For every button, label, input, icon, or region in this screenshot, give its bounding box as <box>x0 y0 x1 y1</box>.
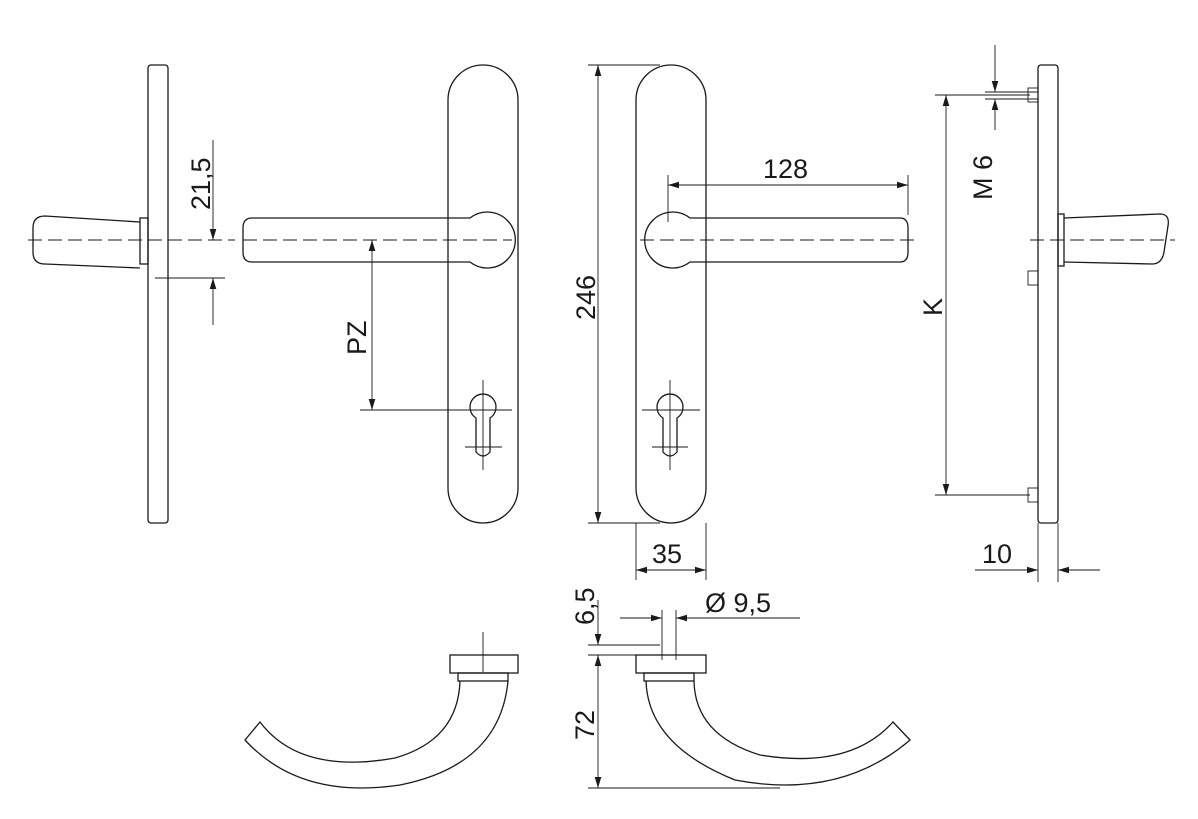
screws <box>985 87 1039 503</box>
dim-spindle-diameter: Ø 9,5 <box>705 588 771 618</box>
dim-plate-thickness: 10 <box>982 539 1012 569</box>
keyhole <box>642 380 700 470</box>
dim-screw: M 6 <box>968 155 998 200</box>
dim-pz: PZ <box>342 320 372 355</box>
dim-handle-length: 128 <box>763 154 808 184</box>
dim-screw-distance: K <box>918 298 948 316</box>
top-view-right: Ø 9,5 6,5 72 <box>570 587 911 789</box>
front-view-pz: PZ <box>242 64 519 524</box>
front-view-right: 246 128 35 <box>571 64 915 580</box>
side-view-right: K M 6 10 <box>918 45 1175 582</box>
dim-rose-height: 6,5 <box>570 587 600 625</box>
keyhole <box>455 380 512 470</box>
dim-plate-length: 246 <box>571 275 601 320</box>
dim-plate-width: 35 <box>652 539 682 569</box>
dim-handle-projection: 72 <box>570 710 600 740</box>
top-view-left <box>244 632 519 789</box>
side-view-left: 21,5 <box>28 64 235 524</box>
dim-rose-offset: 21,5 <box>186 157 216 210</box>
